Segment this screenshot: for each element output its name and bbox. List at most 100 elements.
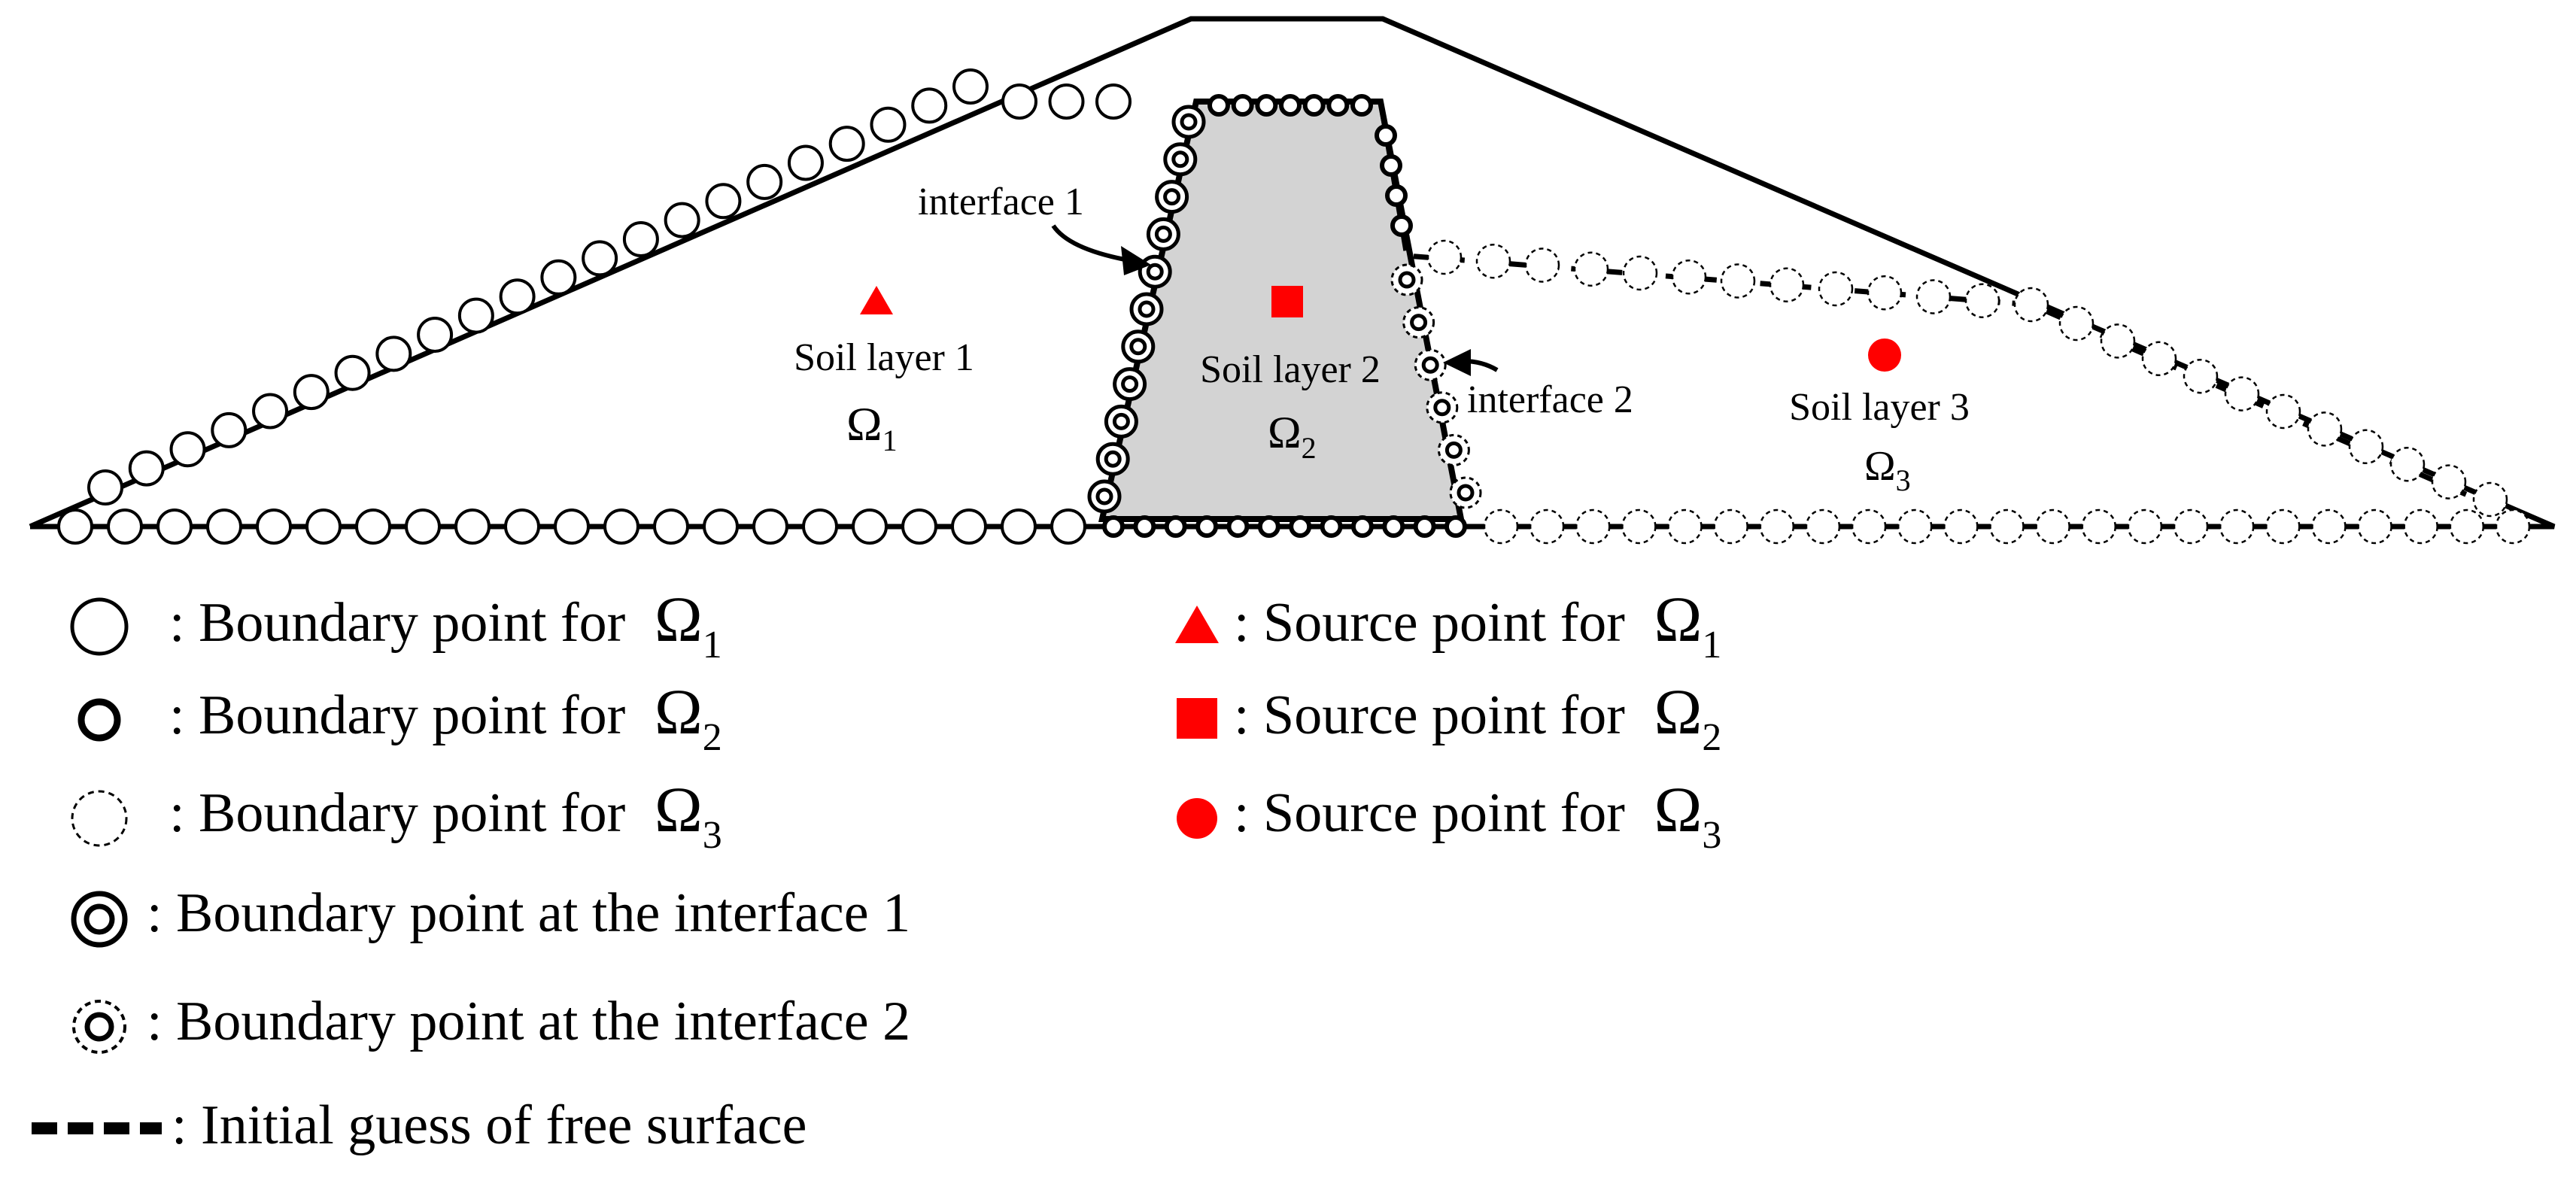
boundary-points-omega2 [1102, 94, 1467, 538]
boundary-point-omega1 [603, 509, 639, 545]
boundary-point-omega3 [1475, 244, 1511, 279]
boundary-point-omega3 [2058, 305, 2095, 342]
boundary-point-omega1 [256, 509, 292, 545]
boundary-point-omega3 [1818, 271, 1854, 307]
boundary-point-interface1 [1163, 142, 1198, 177]
boundary-point-omega3 [1621, 509, 1657, 545]
boundary-point-omega1 [169, 431, 206, 468]
boundary-point-omega3 [1989, 509, 2025, 545]
boundary-point-omega3 [1720, 263, 1756, 299]
boundary-point-omega3 [1575, 509, 1611, 545]
boundary-point-omega3 [2449, 509, 2485, 545]
boundary-point-omega2 [1326, 94, 1350, 117]
boundary-point-omega3 [2013, 287, 2049, 323]
boundary-point-omega1 [87, 469, 123, 505]
interface-2-label: interface 2 [1467, 378, 1633, 421]
boundary-point-omega3 [2265, 509, 2301, 545]
boundary-point-interface1 [1171, 105, 1206, 139]
boundary-point-interface1 [1087, 479, 1122, 514]
boundary-point-omega1 [156, 509, 193, 545]
boundary-point-omega1 [802, 509, 838, 545]
boundary-point-omega1 [499, 278, 536, 315]
omega2-label: Ω2 [1268, 408, 1317, 465]
boundary-point-omega1 [653, 509, 689, 545]
boundary-point-omega2 [1375, 124, 1397, 147]
boundary-point-omega1 [454, 509, 491, 545]
boundary-point-omega2 [1289, 515, 1312, 538]
legend-boundary-omega1-icon [70, 597, 129, 656]
dam-outline [29, 16, 2556, 530]
boundary-point-omega1 [852, 509, 888, 545]
soil-layer-1-label: Soil layer 1 [794, 336, 974, 379]
boundary-point-omega1 [107, 509, 143, 545]
source-point-omega2 [1271, 286, 1303, 317]
boundary-point-omega2 [1413, 515, 1436, 538]
boundary-point-omega3 [1964, 283, 2000, 318]
legend-boundary-omega3: : Boundary point for Ω3 [169, 773, 722, 857]
boundary-point-omega3 [2403, 509, 2438, 545]
boundary-point-omega2 [1350, 515, 1374, 538]
boundary-points-omega1 [57, 68, 1132, 545]
source-point-omega3 [1868, 339, 1901, 372]
boundary-point-omega3 [2081, 509, 2117, 545]
boundary-point-omega3 [1426, 239, 1463, 275]
legend-boundary-omega3-icon [71, 790, 128, 847]
boundary-point-omega1 [664, 202, 700, 238]
boundary-point-omega1 [128, 450, 165, 487]
boundary-point-omega3 [2265, 393, 2301, 430]
boundary-point-interface2 [1426, 391, 1459, 424]
boundary-point-omega1 [405, 509, 441, 545]
legend-interface1: : Boundary point at the interface 1 [147, 882, 910, 944]
boundary-point-omega1 [334, 354, 371, 391]
boundary-point-omega1 [582, 240, 618, 277]
boundary-point-interface1 [1113, 367, 1147, 402]
legend: : Boundary point for Ω1 : Source point f… [32, 583, 1721, 1156]
legend-source-omega3-icon [1177, 798, 1217, 839]
boundary-point-omega3 [2127, 509, 2163, 545]
interface-1-label: interface 1 [918, 181, 1084, 223]
boundary-point-omega3 [2100, 323, 2136, 359]
boundary-point-omega3 [2348, 429, 2384, 465]
boundary-point-omega1 [540, 259, 577, 296]
boundary-point-interface2 [1390, 263, 1423, 296]
boundary-point-omega1 [305, 509, 342, 545]
boundary-point-omega1 [1048, 83, 1085, 120]
boundary-point-omega3 [2389, 446, 2426, 482]
boundary-point-omega1 [457, 297, 494, 334]
boundary-point-omega2 [1133, 515, 1156, 538]
boundary-point-omega1 [1050, 509, 1086, 545]
boundary-point-omega3 [1671, 260, 1707, 295]
boundary-point-omega1 [901, 509, 937, 545]
boundary-point-interface2 [1414, 348, 1447, 381]
omega1-label: Ω1 [846, 397, 898, 457]
boundary-point-omega3 [1713, 509, 1748, 545]
boundary-point-omega3 [1573, 251, 1609, 287]
boundary-point-omega1 [504, 509, 540, 545]
boundary-point-omega3 [2035, 509, 2070, 545]
boundary-point-omega1 [355, 509, 391, 545]
omega3-label: Ω3 [1864, 443, 1911, 497]
boundary-point-interface1 [1155, 180, 1189, 214]
boundary-points-omega3 [1426, 239, 2531, 545]
legend-interface2: : Boundary point at the interface 2 [147, 991, 910, 1052]
boundary-point-omega2 [1385, 184, 1408, 207]
boundary-point-omega3 [1667, 509, 1703, 545]
boundary-point-omega1 [252, 393, 289, 430]
boundary-point-omega1 [293, 374, 330, 411]
boundary-point-omega3 [1851, 509, 1887, 545]
boundary-point-omega2 [1279, 94, 1302, 117]
boundary-point-omega3 [2431, 464, 2467, 499]
legend-source-omega1-icon [1175, 606, 1219, 643]
boundary-point-interface1 [1104, 404, 1138, 439]
boundary-points-interface1 [1087, 105, 1206, 514]
boundary-point-omega3 [1897, 509, 1933, 545]
legend-interface1-icon [71, 891, 128, 948]
legend-boundary-omega1: : Boundary point for Ω1 [169, 583, 722, 666]
boundary-point-omega3 [2219, 509, 2255, 545]
boundary-point-omega3 [2472, 481, 2508, 518]
boundary-point-omega3 [1805, 509, 1841, 545]
boundary-point-interface1 [1095, 442, 1130, 476]
boundary-point-omega1 [211, 411, 248, 448]
boundary-point-interface1 [1146, 217, 1180, 251]
